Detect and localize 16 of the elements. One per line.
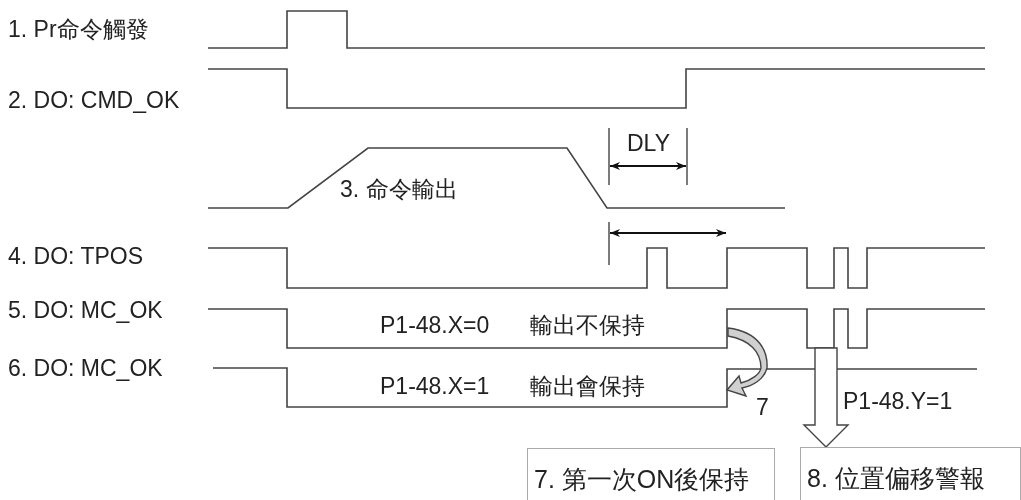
hollow-arrow	[802, 347, 850, 448]
callout-number: 7	[756, 394, 769, 420]
note-label: 輸出不保持	[530, 312, 645, 338]
note-label: 輸出會保持	[530, 373, 645, 399]
waveform-label: 3. 命令輸出	[340, 176, 458, 202]
signal-label: 5. DO: MC_OK	[8, 297, 163, 323]
signal-label: 6. DO: MC_OK	[8, 355, 163, 381]
signal-label: 2. DO: CMD_OK	[8, 87, 180, 113]
note-box: 8. 位置偏移警報	[800, 447, 1021, 500]
edge-label: P1-48.Y=1	[843, 388, 953, 414]
note-box: 7. 第一次ON後保持	[527, 448, 775, 500]
signal-label: 1. Pr命令觸發	[8, 16, 149, 42]
dimension-label: DLY	[627, 130, 671, 156]
parameter-label: P1-48.X=1	[380, 373, 490, 399]
signal-label: 4. DO: TPOS	[8, 243, 144, 269]
parameter-label: P1-48.X=0	[380, 312, 490, 338]
